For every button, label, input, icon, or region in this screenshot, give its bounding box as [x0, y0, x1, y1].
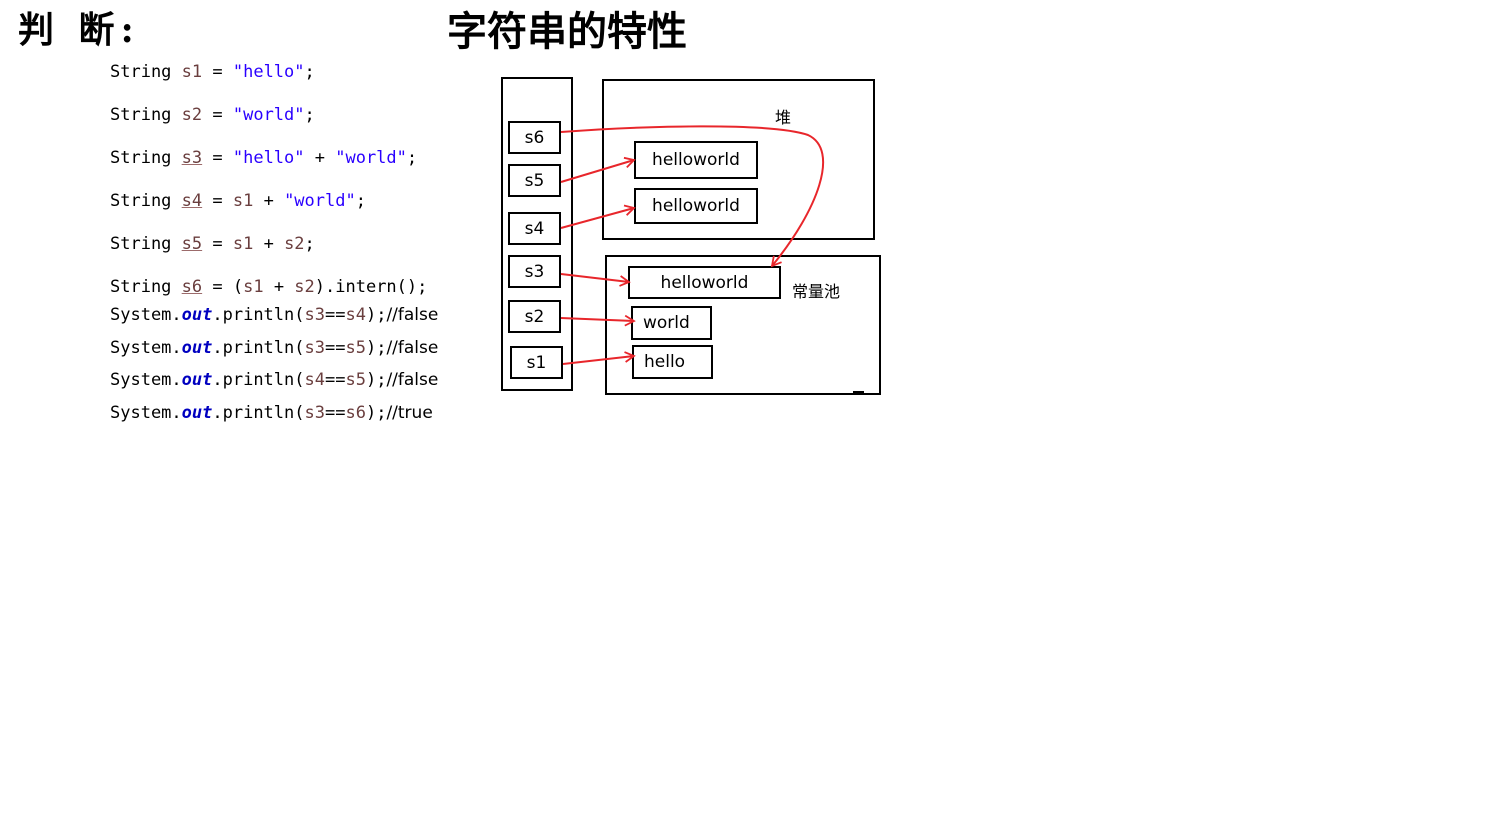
arrow-s1-to-hello: [562, 351, 636, 365]
code-line-s4: String s4 = s1 + "world";: [110, 191, 366, 211]
left-title: 判 断:: [18, 9, 140, 51]
arrow-s3-to-pool: [560, 273, 631, 287]
code-line-s1: String s1 = "hello";: [110, 62, 315, 82]
pool-corner-mark: [853, 391, 864, 394]
code-line-s3: String s3 = "hello" + "world";: [110, 148, 418, 168]
stack-var-s6: s6: [508, 121, 561, 154]
pool-entry-hello: hello: [632, 345, 713, 379]
code-print-3: System.out.println(s4==s5);//false: [110, 370, 439, 390]
code-line-s5: String s5 = s1 + s2;: [110, 234, 315, 254]
pool-entry-helloworld: helloworld: [628, 266, 781, 299]
code-print-1: System.out.println(s3==s4);//false: [110, 305, 439, 325]
constant-pool-label: 常量池: [792, 282, 841, 301]
stack-var-s2: s2: [508, 300, 561, 333]
code-print-4: System.out.println(s3==s6);//true: [110, 403, 433, 423]
stack-var-s1: s1: [510, 346, 563, 379]
arrow-s5-to-heap: [560, 156, 636, 183]
stack-var-s4: s4: [508, 212, 561, 245]
stack-var-s5: s5: [508, 164, 561, 197]
arrow-s6-to-pool-helloworld: [560, 125, 824, 268]
stack-var-s3: s3: [508, 255, 561, 288]
main-title: 字符串的特性: [447, 8, 687, 55]
code-line-s2: String s2 = "world";: [110, 105, 315, 125]
heap-object-s5: helloworld: [634, 141, 758, 179]
code-print-2: System.out.println(s3==s5);//false: [110, 338, 439, 358]
arrow-s2-to-world: [560, 314, 636, 327]
heap-object-s4: helloworld: [634, 188, 758, 224]
arrow-s4-to-heap: [560, 204, 636, 229]
code-line-s6: String s6 = (s1 + s2).intern();: [110, 277, 428, 297]
heap-label: 堆: [775, 108, 792, 127]
